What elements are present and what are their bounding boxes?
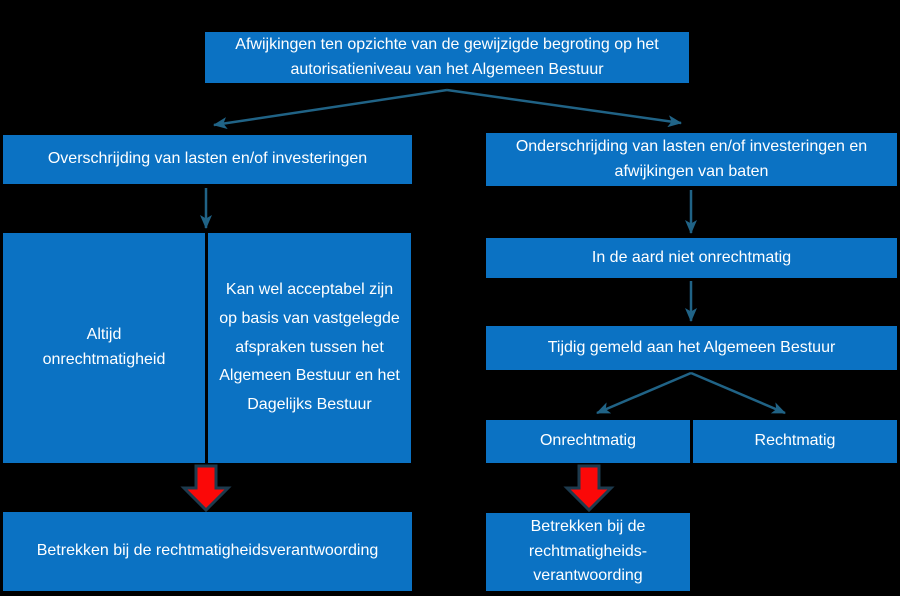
- connector-top-to-right-header: [446, 88, 682, 128]
- right-outcome-box: Betrekken bij de rechtmatigheids-verantw…: [486, 513, 690, 591]
- lawful-box: Rechtmatig: [693, 420, 897, 463]
- title-box: Afwijkingen ten opzichte van de gewijzig…: [205, 32, 689, 83]
- red-block-arrow-right: [563, 464, 615, 513]
- left-outcome-box: Betrekken bij de rechtmatigheidsverantwo…: [3, 512, 412, 591]
- connector-reported-to-lawful: [690, 371, 786, 415]
- red-block-arrow-left: [180, 464, 232, 513]
- left-branch-header-box: Overschrijding van lasten en/of invester…: [3, 135, 412, 184]
- connector-reported-to-unlawful: [596, 371, 692, 415]
- always-unlawful-box: Altijd onrechtmatigheid: [3, 233, 205, 463]
- connector-top-to-left-header: [213, 88, 448, 130]
- unlawful-box: Onrechtmatig: [486, 420, 690, 463]
- timely-reported-box: Tijdig gemeld aan het Algemeen Bestuur: [486, 326, 897, 370]
- right-branch-header-box: Onderschrijding van lasten en/of investe…: [486, 133, 897, 186]
- acceptable-agreements-box: Kan wel acceptabel zijn op basis van vas…: [208, 233, 411, 463]
- nature-not-unlawful-box: In de aard niet onrechtmatig: [486, 238, 897, 278]
